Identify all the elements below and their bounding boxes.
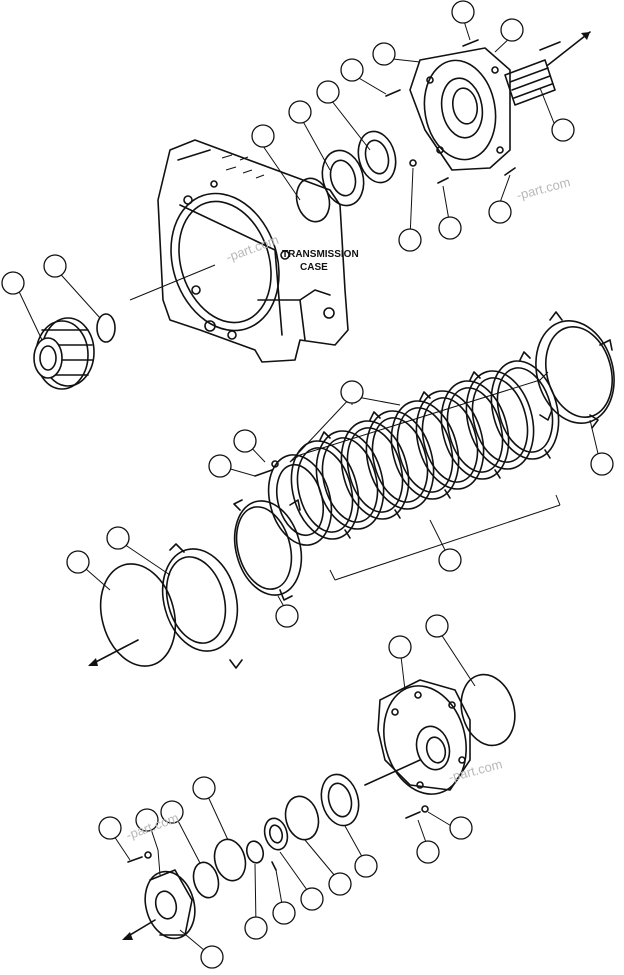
leader-lines [77,396,601,613]
bolt [127,856,143,863]
leader-lines [109,627,476,956]
seal [357,130,397,184]
dowel-pin [409,159,417,167]
piston [161,543,243,669]
spring-pin [385,89,401,97]
snap-ring [284,795,320,841]
bearing [321,149,365,207]
transmission-case [157,139,349,363]
output-shaft [504,31,591,106]
dowel-pin [437,177,449,184]
callout-circles [66,380,614,628]
pressure-plate [233,499,303,601]
group-bracket [289,371,561,581]
washer [421,805,429,813]
pump-housing [409,47,511,171]
callout-circles [98,614,473,969]
pressure-plate [535,311,615,429]
bolt [462,39,479,47]
ring [213,838,247,882]
watermark: -part.com [515,174,572,203]
snap-ring [245,840,265,864]
o-ring [99,563,177,667]
snap-ring [96,313,116,343]
leader-lines [14,17,557,341]
snap-ring [295,177,331,223]
seal [320,773,360,827]
watermark: -part.com [224,232,281,265]
pump-body [364,679,471,795]
watermark: -part.com [447,756,504,785]
o-ring [460,673,516,747]
ball [271,460,279,468]
clutch-pack [267,351,560,546]
ring [192,861,220,899]
cover-plate [122,869,196,940]
gear [33,317,95,390]
case-label-line1: TRANSMISSION [282,249,359,260]
bolt [405,811,421,819]
bolt [504,167,516,176]
bearing [263,817,289,851]
washer [144,851,152,859]
pin [254,469,273,477]
case-label-line2: CASE [300,262,328,273]
pin [271,861,277,871]
callout-circles [1,0,575,295]
